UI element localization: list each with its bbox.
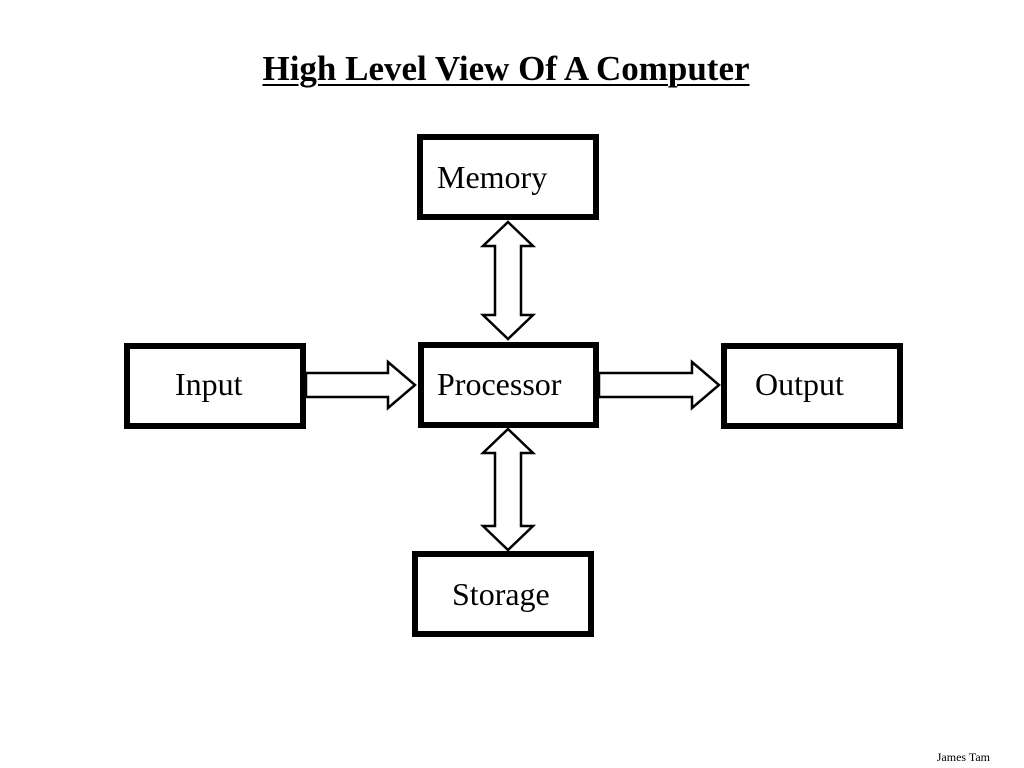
output-label: Output [755, 366, 844, 402]
processor-node: Processor [418, 342, 599, 428]
processor-box [418, 342, 599, 428]
memory-node: Memory [417, 134, 599, 220]
storage-node: Storage [412, 551, 594, 637]
processor-label: Processor [437, 366, 562, 402]
output-node: Output [721, 343, 903, 429]
input-node: Input [124, 343, 306, 429]
memory-label: Memory [437, 159, 547, 195]
output-box [721, 343, 903, 429]
memory-box [417, 134, 599, 220]
input-box [124, 343, 306, 429]
input-label: Input [175, 366, 243, 402]
slide-title: High Level View Of A Computer [262, 49, 750, 88]
storage-label: Storage [452, 576, 550, 612]
memory-processor-arrow [479, 220, 537, 341]
storage-box [412, 551, 594, 637]
processor-storage-arrow [479, 427, 537, 552]
processor-output-arrow [597, 359, 721, 411]
author-credit: James Tam [936, 750, 990, 764]
input-processor-arrow [304, 359, 417, 411]
